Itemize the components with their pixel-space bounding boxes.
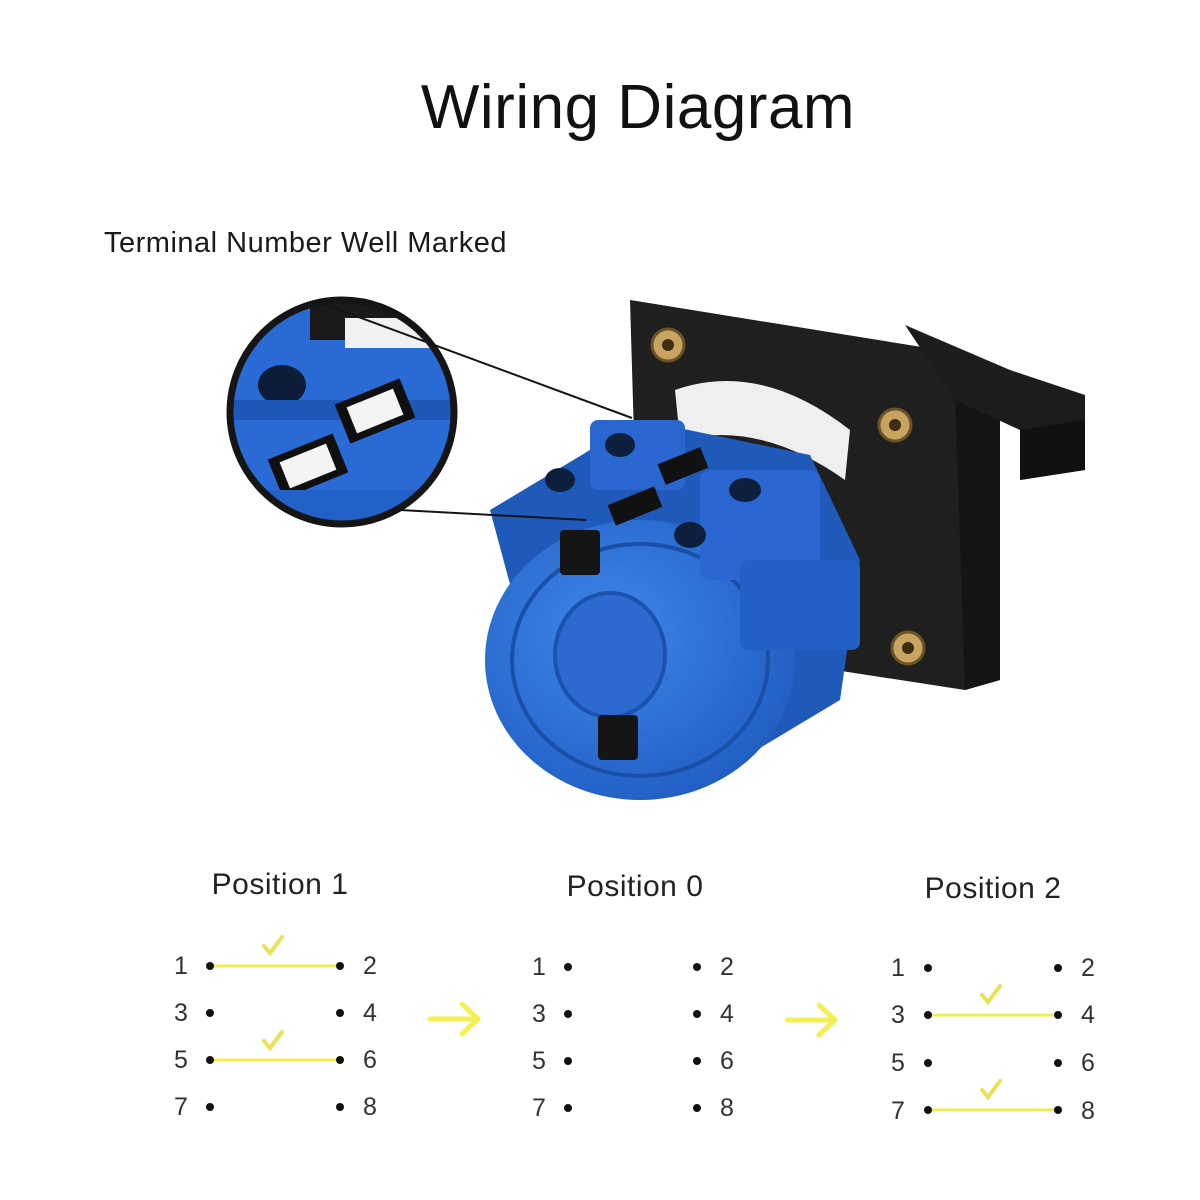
check-icon	[980, 984, 1002, 1006]
terminal-label: 6	[363, 1046, 377, 1074]
page-title: Wiring Diagram	[420, 73, 856, 142]
terminal-label: 2	[1081, 954, 1095, 982]
terminal-label: 2	[720, 953, 734, 981]
terminal-label: 5	[891, 1049, 905, 1077]
terminal-label: 1	[174, 952, 188, 980]
terminal-label: 1	[891, 954, 905, 982]
terminal-label: 2	[363, 952, 377, 980]
position-0-title: Position 0	[566, 870, 704, 903]
subtitle: Terminal Number Well Marked	[104, 227, 507, 259]
check-icon	[980, 1079, 1002, 1101]
arrow-right-icon	[784, 1002, 838, 1038]
terminal-label: 7	[532, 1094, 546, 1122]
terminal-label: 4	[1081, 1001, 1095, 1029]
zoom-connector	[399, 509, 587, 521]
terminal-label: 8	[1081, 1097, 1095, 1125]
check-icon	[262, 935, 284, 957]
rotary-switch-illustration	[226, 296, 1085, 800]
arrow-right-icon	[427, 1001, 481, 1037]
terminal-label: 7	[891, 1097, 905, 1125]
position-1-diagram	[206, 935, 344, 1111]
terminal-label: 4	[363, 999, 377, 1027]
terminal-label: 1	[532, 953, 546, 981]
terminal-label: 3	[174, 999, 188, 1027]
terminal-dots	[564, 963, 701, 1112]
zoom-connector	[317, 301, 633, 419]
position-2-title: Position 2	[924, 872, 1062, 905]
switch-body	[485, 420, 860, 800]
terminal-label: 8	[363, 1093, 377, 1121]
terminal-dots	[206, 962, 344, 1111]
terminal-label: 4	[720, 1000, 734, 1028]
terminal-label: 6	[1081, 1049, 1095, 1077]
position-2-diagram	[924, 964, 1062, 1114]
position-0-diagram	[564, 963, 701, 1112]
screw-icon	[650, 327, 926, 666]
terminal-label: 3	[532, 1000, 546, 1028]
terminal-label: 3	[891, 1001, 905, 1029]
terminal-label: 5	[532, 1047, 546, 1075]
terminal-label: 6	[720, 1047, 734, 1075]
position-1-title: Position 1	[211, 868, 349, 901]
terminal-label: 7	[174, 1093, 188, 1121]
terminal-label: 8	[720, 1094, 734, 1122]
check-icon	[262, 1030, 284, 1052]
terminal-label: 5	[174, 1046, 188, 1074]
terminal-dots	[924, 964, 1062, 1114]
